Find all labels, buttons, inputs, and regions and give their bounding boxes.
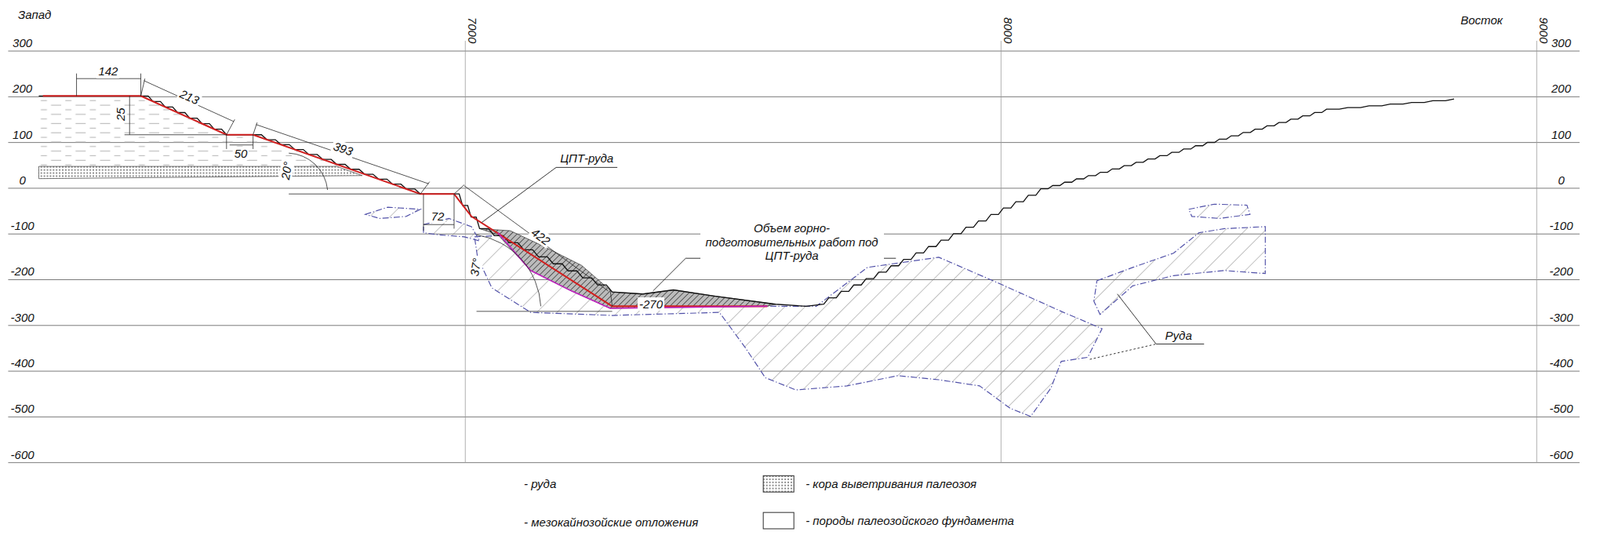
elevation-label: 0: [17, 173, 27, 187]
legend-swatch: [763, 512, 794, 529]
elevation-label: 0: [1556, 173, 1566, 187]
leaders: [481, 167, 1204, 360]
elevation-label: -400: [9, 356, 37, 370]
surface-line: [38, 95, 1455, 306]
dimension-label: 213: [176, 86, 204, 109]
pit-profile: [38, 95, 1455, 306]
dimension-label: 50: [232, 146, 250, 160]
grid: [7, 40, 1580, 463]
dimension-label: 393: [330, 138, 357, 160]
callout-label: Объем горно-подготовительных работ под Ц…: [700, 221, 884, 262]
station-label: 9000: [1537, 15, 1551, 45]
elevation-label: 300: [10, 36, 34, 50]
elevation-label: 300: [1549, 36, 1573, 50]
elevation-label: 200: [10, 81, 34, 95]
dimension-label: 25: [113, 105, 128, 123]
elevation-label: -600: [1548, 447, 1575, 462]
geology: [38, 95, 1266, 417]
direction-label: Восток: [1458, 13, 1505, 27]
legend-text: - породы палеозойского фундамента: [803, 513, 1016, 528]
legend-text: - мезокайнозойские отложения: [522, 515, 700, 529]
dimension-label: 142: [96, 64, 120, 78]
callout-label: Руда: [1163, 328, 1194, 342]
callout-label: ЦПТ-руда: [558, 151, 615, 165]
legend-text: - кора выветривания палеозоя: [803, 476, 979, 491]
direction-label: Запад: [16, 7, 53, 22]
dimensions: [76, 73, 613, 312]
elevation-label: -200: [9, 264, 37, 278]
elevation-label: 200: [1549, 81, 1573, 95]
dimension-label: -270: [637, 297, 665, 311]
legend-swatch: [763, 475, 794, 492]
elevation-label: -300: [1548, 310, 1575, 324]
elevation-label: 100: [1549, 127, 1573, 142]
elevation-label: -500: [9, 401, 37, 415]
legend-text: - руда: [522, 476, 558, 491]
dimension-label: 20°: [278, 159, 296, 182]
elevation-label: -100: [1548, 218, 1575, 233]
station-label: 8000: [1001, 15, 1015, 45]
elevation-label: 100: [10, 127, 34, 142]
dimension-label: 72: [429, 209, 447, 223]
dimension-label: 37°: [466, 255, 484, 279]
elevation-label: -200: [1548, 264, 1575, 278]
elevation-label: -100: [9, 218, 37, 233]
station-label: 7000: [465, 15, 480, 45]
elevation-label: -400: [1548, 356, 1575, 370]
design-contour: [43, 95, 768, 306]
elevation-label: -600: [9, 447, 37, 462]
elevation-label: -300: [9, 310, 37, 324]
elevation-label: -500: [1548, 401, 1575, 415]
